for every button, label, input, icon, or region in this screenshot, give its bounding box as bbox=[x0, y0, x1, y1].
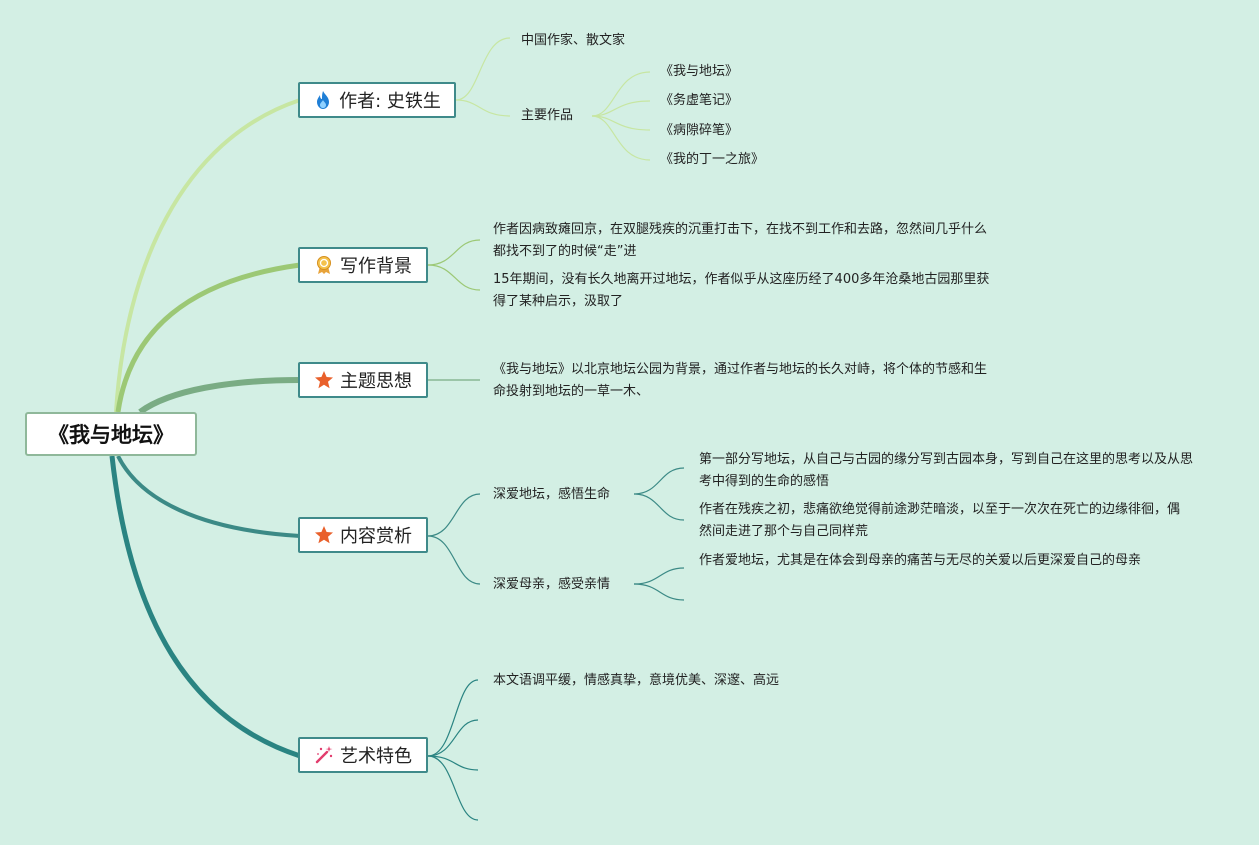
connector-author bbox=[114, 98, 301, 413]
art-item: 本文语调平缓，情感真挚，意境优美、深邃、高远 bbox=[493, 673, 780, 688]
star-icon bbox=[314, 525, 334, 545]
connector-background bbox=[115, 262, 301, 413]
fire-icon bbox=[313, 90, 333, 110]
author-works-label: 主要作品 bbox=[521, 108, 574, 123]
author-identity: 中国作家、散文家 bbox=[521, 33, 626, 48]
branch-author[interactable]: 作者: 史铁生 bbox=[298, 82, 456, 118]
connector-author-identity bbox=[455, 37, 511, 101]
root-topic[interactable]: 《我与地坛》 bbox=[25, 412, 197, 456]
branch-theme[interactable]: 主题思想 bbox=[298, 362, 428, 398]
content-group-title: 深爱地坛，感悟生命 bbox=[493, 487, 611, 502]
author-work-item: 《务虚笔记》 bbox=[660, 93, 739, 108]
connector-theme bbox=[138, 377, 301, 415]
theme-text: 《我与地坛》以北京地坛公园为背景，通过作者与地坛的长久对峙，将个体的节感和生命投… bbox=[493, 362, 988, 399]
branch-content[interactable]: 内容赏析 bbox=[298, 517, 428, 553]
background-item: 15年期间，没有长久地离开过地坛，作者似乎从这座历经了400多年沧桑地古园那里获… bbox=[493, 272, 990, 309]
branch-content-label: 内容赏析 bbox=[340, 526, 412, 547]
branch-author-label: 作者: 史铁生 bbox=[339, 91, 441, 112]
magic-wand-icon bbox=[314, 745, 334, 765]
author-work-item: 《我与地坛》 bbox=[660, 64, 739, 79]
content-group-title: 深爱母亲，感受亲情 bbox=[493, 577, 611, 592]
content-item: 第一部分写地坛，从自己与古园的缘分写到古园本身，写到自己在这里的思考以及从思考中… bbox=[699, 452, 1194, 489]
root-title: 《我与地坛》 bbox=[48, 423, 174, 447]
branch-theme-label: 主题思想 bbox=[340, 371, 412, 392]
branch-art[interactable]: 艺术特色 bbox=[298, 737, 428, 773]
star-icon bbox=[314, 370, 334, 390]
branch-art-label: 艺术特色 bbox=[340, 746, 412, 767]
award-ribbon-icon bbox=[314, 255, 334, 275]
author-work-item: 《病隙碎笔》 bbox=[660, 123, 739, 138]
content-item: 作者在残疾之初，悲痛欲绝觉得前途渺茫暗淡，以至于一次次在死亡的边缘徘徊，偶然间走… bbox=[699, 502, 1181, 539]
connector-author-works bbox=[455, 99, 511, 117]
branch-background-label: 写作背景 bbox=[340, 256, 412, 277]
connector-art bbox=[109, 455, 301, 759]
background-item: 作者因病致瘫回京，在双腿残疾的沉重打击下，在找不到工作和去路，忽然间几乎什么都找… bbox=[493, 222, 988, 259]
author-work-item: 《我的丁一之旅》 bbox=[660, 152, 765, 167]
branch-background[interactable]: 写作背景 bbox=[298, 247, 428, 283]
connector-content bbox=[116, 455, 301, 538]
content-item: 作者爱地坛，尤其是在体会到母亲的痛苦与无尽的关爱以后更深爱自己的母亲 bbox=[699, 553, 1142, 568]
